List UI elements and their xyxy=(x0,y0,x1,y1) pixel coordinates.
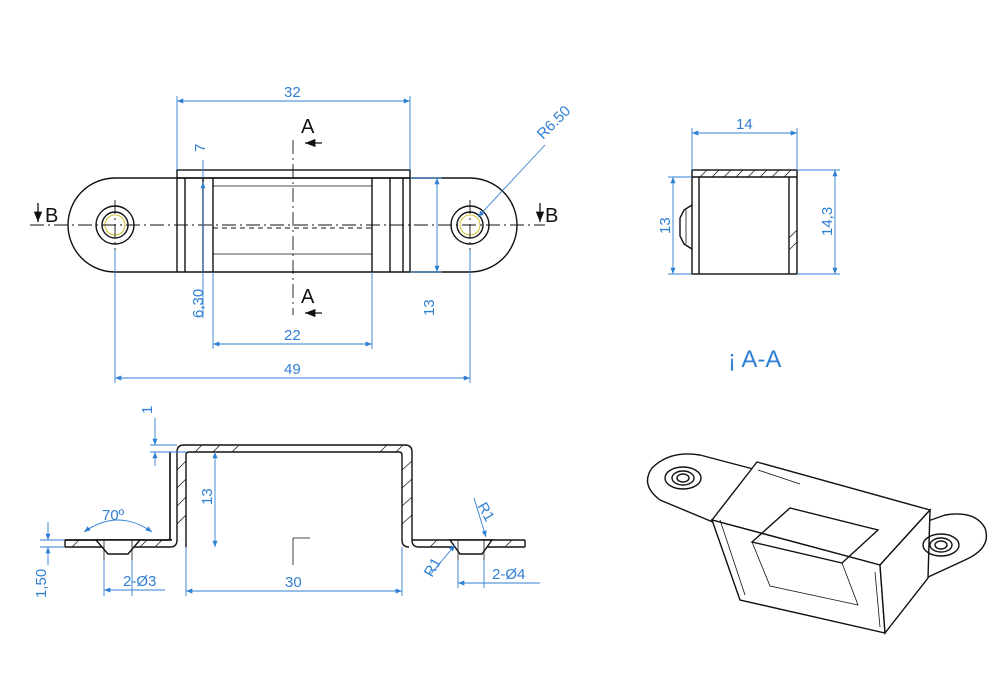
dim-bend-radius-left: R1 xyxy=(421,555,445,580)
dim-side-height-13: 13 xyxy=(199,488,216,505)
dim-height-13: 13 xyxy=(421,299,438,316)
side-view: 1 13 70º 1,50 2-Ø3 30 R1 R1 2-Ø4 xyxy=(33,406,540,598)
section-view-title: ¡ A-A xyxy=(728,346,781,373)
dim-width-32: 32 xyxy=(284,84,301,101)
dim-thickness-1: 1 xyxy=(139,406,156,414)
dim-section-width-14: 14 xyxy=(736,116,753,133)
dim-radius-r650: R6.50 xyxy=(534,103,574,143)
dim-inner-22: 22 xyxy=(284,327,301,344)
section-mark-a-top: A xyxy=(301,116,315,138)
section-mark-a-bottom: A xyxy=(301,286,315,308)
dim-inner-length-30: 30 xyxy=(285,574,302,591)
dim-bend-radius-right: R1 xyxy=(474,500,498,525)
front-view: A A B B 32 7 R6.50 6,30 13 22 49 xyxy=(30,84,574,383)
dim-section-height-143: 14,3 xyxy=(819,207,836,236)
dim-length-49: 49 xyxy=(284,361,301,378)
dim-hole-left: 2-Ø3 xyxy=(123,573,156,590)
dim-flange-150: 1,50 xyxy=(33,569,50,598)
section-mark-b-right: B xyxy=(545,205,558,227)
section-mark-b-left: B xyxy=(45,205,58,227)
dim-offset-630: 6,30 xyxy=(190,289,207,318)
dim-section-height-13: 13 xyxy=(657,217,674,234)
dim-wall-7: 7 xyxy=(192,144,209,152)
section-view-aa: 14 13 14,3 ¡ A-A xyxy=(657,116,840,373)
dim-hole-right: 2-Ø4 xyxy=(492,566,525,583)
dim-angle-70: 70º xyxy=(102,507,125,524)
isometric-view xyxy=(646,453,988,635)
